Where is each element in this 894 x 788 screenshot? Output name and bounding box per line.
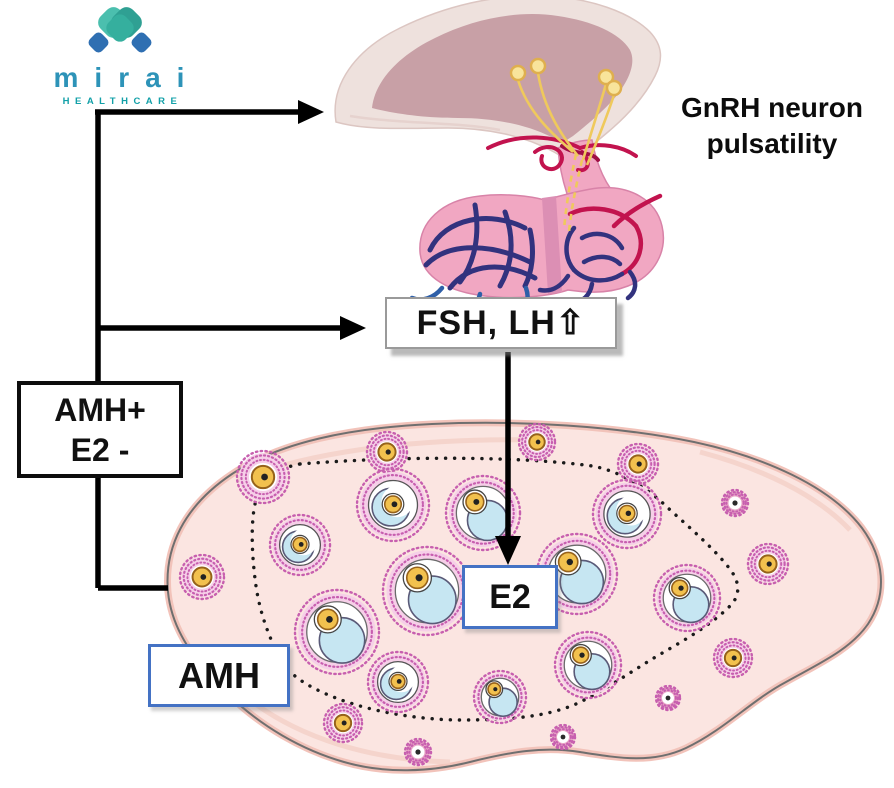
stalk-capillary-plexus (486, 135, 638, 173)
follicle-primordial (322, 702, 364, 744)
amh-e2-feedback-box: AMH+ E2 - (17, 381, 183, 478)
follicle-tiny (720, 488, 750, 518)
follicle-antral (293, 588, 381, 676)
pituitary-illustration (334, 0, 665, 315)
fsh-lh-box: FSH, LH⇧ (385, 297, 617, 349)
follicle-crescent (355, 467, 431, 543)
follicle-antral (444, 474, 522, 552)
mirai-healthcare-logo: mirai HEALTHCARE (30, 6, 210, 107)
e2-box: E2 (462, 565, 558, 629)
arrow-feedback-to-hypothalamus-head (298, 100, 324, 124)
ovary-shape (164, 419, 885, 774)
follicle-crescent (366, 650, 430, 714)
pituitary-lobe-separator (542, 196, 562, 294)
posterior-lobe-vessels-red (567, 193, 663, 277)
amh-box: AMH (148, 644, 290, 707)
amh-label: AMH (178, 654, 260, 696)
feedback-line1: AMH+ (54, 391, 146, 428)
follicle-primordial (712, 637, 754, 679)
gnrh-pulsatility-label: GnRH neuron pulsatility (650, 90, 894, 163)
follicle-tiny (403, 737, 433, 767)
follicles-layer (178, 422, 790, 767)
logo-subtitle-text: HEALTHCARE (62, 96, 183, 107)
arrow-fsh-to-e2-head (495, 536, 521, 565)
follicle-tiny (549, 723, 577, 751)
hypothalamus-inner (372, 14, 633, 143)
follicle-crescent (268, 513, 332, 577)
gnrh-neurons (509, 57, 623, 233)
gnrh-label-line2: pulsatility (706, 128, 838, 160)
follicle-primordial (178, 553, 226, 601)
follicle-antral (381, 545, 473, 637)
feedback-line2: E2 - (70, 431, 130, 468)
hypothalamus-fold-line (349, 114, 501, 132)
follicle-tiny (654, 684, 682, 712)
follicle-crescent (591, 478, 663, 550)
follicle-primordial (616, 442, 660, 486)
follicle-primordial (746, 542, 790, 586)
follicle-primordial (517, 422, 557, 462)
follicle-antral (553, 630, 623, 700)
fsh-lh-label: FSH, LH⇧ (416, 304, 586, 342)
follicle-primordial (235, 449, 291, 505)
follicle-antral (535, 532, 619, 616)
arrow-feedback-to-fsh-head (340, 316, 366, 340)
gnrh-label-line1: GnRH neuron (681, 92, 863, 123)
follicle-antral (652, 563, 722, 633)
connectors (95, 100, 521, 591)
ovary-outline (166, 421, 882, 772)
anterior-lobe-vessels (423, 202, 538, 291)
posterior-lobe-vessels-blue (537, 225, 638, 305)
ovary-blush-right (699, 449, 852, 532)
follicle-antral (472, 669, 528, 725)
logo-brand-text: mirai (53, 62, 201, 93)
e2-label: E2 (489, 577, 531, 616)
mirai-logo-icon (88, 7, 152, 53)
